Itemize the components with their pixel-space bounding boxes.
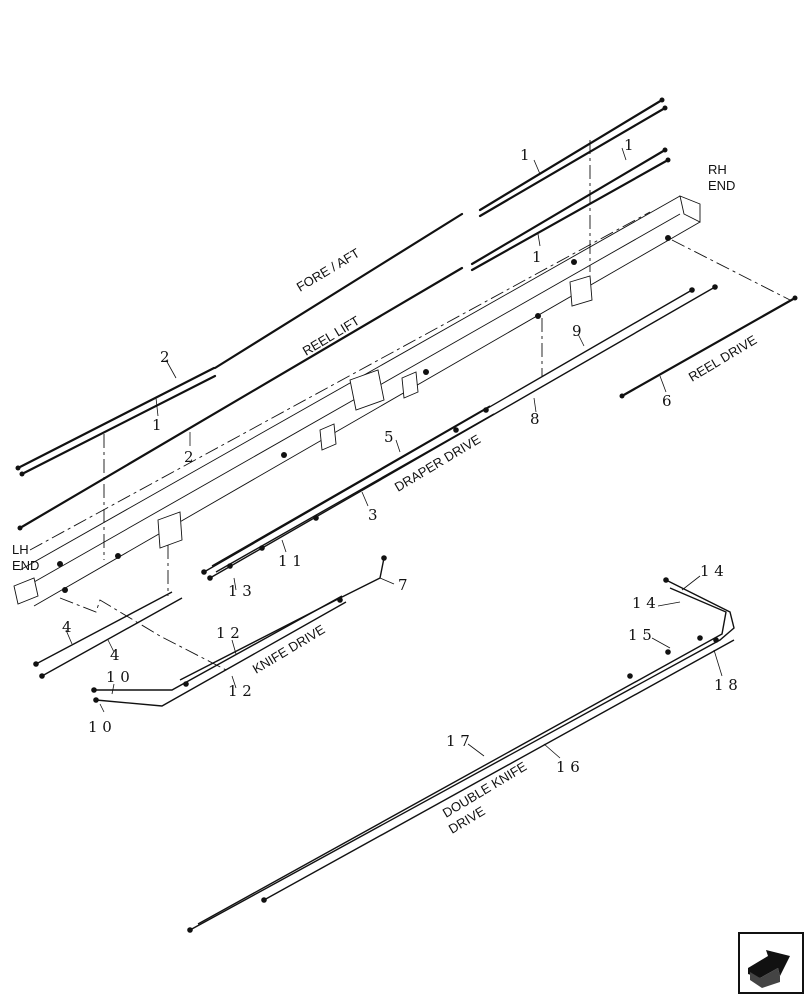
double-knife-drive-hoses bbox=[187, 577, 735, 933]
next-page-arrow-icon bbox=[748, 950, 790, 988]
lh-end-plate bbox=[13, 577, 39, 605]
next-page-button[interactable] bbox=[738, 932, 804, 994]
section-label-double-knife-1: DOUBLE KNIFE bbox=[440, 758, 530, 820]
callout-10: 1 0 bbox=[106, 668, 130, 686]
header-frame bbox=[13, 195, 701, 607]
hose-10-upper bbox=[94, 595, 343, 691]
knife-drive-hoses bbox=[33, 555, 387, 707]
hose-1-upper bbox=[478, 98, 664, 212]
draper-drive-hoses bbox=[201, 284, 718, 581]
fore-aft-hoses bbox=[15, 97, 668, 477]
hose-reel-lift-main bbox=[18, 266, 464, 530]
hose-1-right bbox=[470, 148, 667, 266]
callout-8: 8 bbox=[530, 410, 540, 428]
callout-5: 5 bbox=[384, 428, 394, 446]
callout-3: 3 bbox=[368, 506, 378, 524]
section-label-reel-lift: REEL LIFT bbox=[300, 313, 362, 359]
rh-end-plate bbox=[679, 195, 701, 223]
lh-end-label-1: LH bbox=[12, 542, 29, 557]
center-bracket bbox=[349, 369, 385, 411]
reel-lift-hoses bbox=[17, 147, 671, 531]
callout-1: 1 bbox=[624, 136, 634, 154]
callout-12: 1 2 bbox=[216, 624, 240, 642]
callout-17: 1 7 bbox=[446, 732, 470, 750]
reel-drive-hose bbox=[619, 295, 798, 399]
hose-6 bbox=[620, 296, 797, 398]
callout-7: 7 bbox=[398, 576, 408, 594]
hose-fore-aft-mid bbox=[213, 212, 464, 370]
callout-6: 6 bbox=[662, 392, 672, 410]
hose-14 bbox=[197, 587, 727, 925]
callout-18: 1 8 bbox=[714, 676, 738, 694]
center-lines bbox=[29, 140, 791, 673]
rh-end-label-2: END bbox=[708, 178, 735, 193]
hose-2-left bbox=[16, 366, 216, 470]
lh-bracket bbox=[157, 511, 183, 549]
callout-1: 1 bbox=[520, 146, 530, 164]
callout-4: 4 bbox=[110, 646, 120, 664]
hose-4b bbox=[41, 597, 183, 677]
hose-5 bbox=[211, 405, 491, 567]
section-label-draper-drive: DRAPER DRIVE bbox=[392, 431, 484, 494]
callout-15: 1 5 bbox=[628, 626, 652, 644]
hose-17 bbox=[189, 579, 735, 931]
callout-13: 1 3 bbox=[228, 582, 252, 600]
hose-9 bbox=[203, 289, 693, 573]
rh-end-label-1: RH bbox=[708, 162, 727, 177]
callout-14: 1 4 bbox=[700, 562, 724, 580]
center-mount bbox=[319, 423, 337, 451]
hose-16 bbox=[263, 639, 735, 901]
leader-lines bbox=[65, 147, 723, 759]
lh-end-label-2: END bbox=[12, 558, 39, 573]
hose-10-lower bbox=[95, 601, 347, 707]
callout-10: 1 0 bbox=[88, 718, 112, 736]
section-label-fore-aft: FORE / AFT bbox=[294, 245, 362, 294]
callout-11: 1 1 bbox=[278, 552, 302, 570]
hose-7 bbox=[179, 557, 385, 681]
callout-14: 1 4 bbox=[632, 594, 656, 612]
valve-block bbox=[401, 371, 419, 399]
callout-1: 1 bbox=[532, 248, 542, 266]
callout-1: 1 bbox=[152, 416, 162, 434]
hose-4a bbox=[35, 591, 173, 665]
rh-bracket bbox=[569, 275, 593, 307]
callout-4: 4 bbox=[62, 618, 72, 636]
callout-2: 2 bbox=[160, 348, 170, 366]
callout-9: 9 bbox=[572, 322, 582, 340]
hose-3 bbox=[215, 413, 495, 573]
callout-2: 2 bbox=[184, 448, 194, 466]
callout-16: 1 6 bbox=[556, 758, 580, 776]
callout-12: 1 2 bbox=[228, 682, 252, 700]
